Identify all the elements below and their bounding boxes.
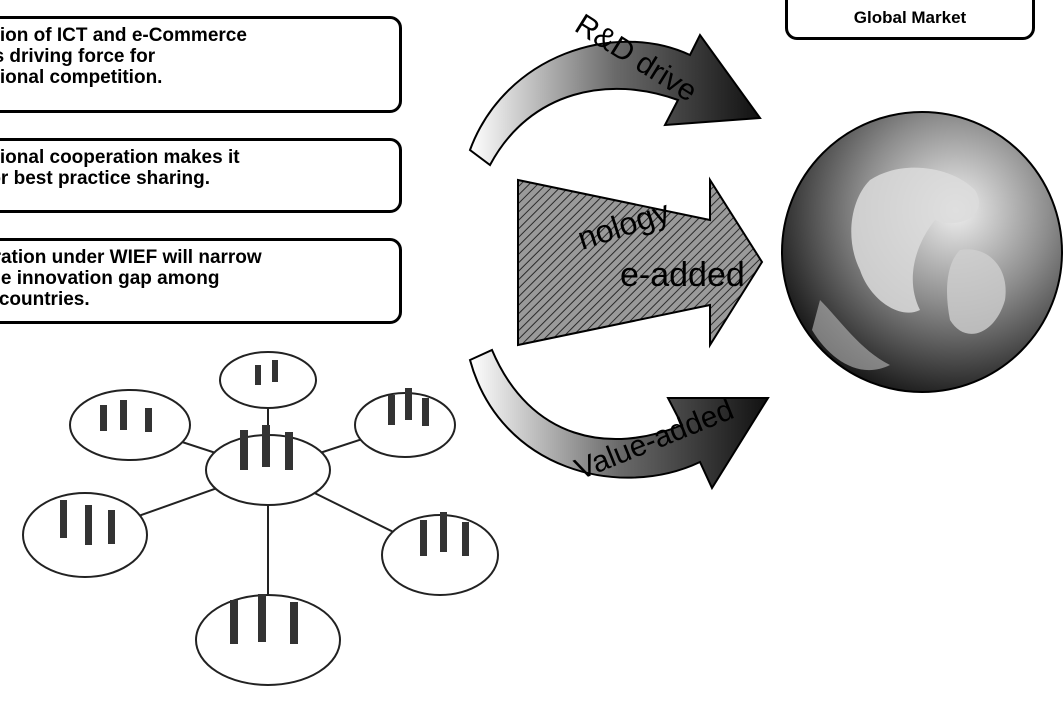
technology-arrow: nology e-added bbox=[517, 176, 764, 349]
arrow-label-middle-2: e-added bbox=[620, 256, 745, 294]
callout-wief: eration under WIEF will narrow the innov… bbox=[0, 238, 402, 324]
global-market-label: Global Market bbox=[785, 0, 1035, 40]
callout-line: c countries. bbox=[0, 289, 90, 310]
callout-line: es driving force for bbox=[0, 46, 156, 67]
callout-line: ational competition. bbox=[0, 67, 163, 88]
callout-line: ational cooperation makes it bbox=[0, 147, 240, 168]
callout-line: for best practice sharing. bbox=[0, 168, 211, 189]
callout-line: eration under WIEF will narrow bbox=[0, 247, 262, 268]
callout-line: ation of ICT and e-Commerce bbox=[0, 25, 247, 46]
value-added-arrow: Value-added bbox=[468, 348, 770, 491]
globe-icon bbox=[781, 111, 1063, 393]
callout-cooperation: ational cooperation makes it for best pr… bbox=[0, 138, 402, 213]
callout-ict-ecommerce: ation of ICT and e-Commerce es driving f… bbox=[0, 16, 402, 113]
callout-line: the innovation gap among bbox=[0, 268, 220, 289]
rd-drive-arrow: R&D drive bbox=[468, 8, 762, 167]
people-network bbox=[22, 351, 499, 686]
